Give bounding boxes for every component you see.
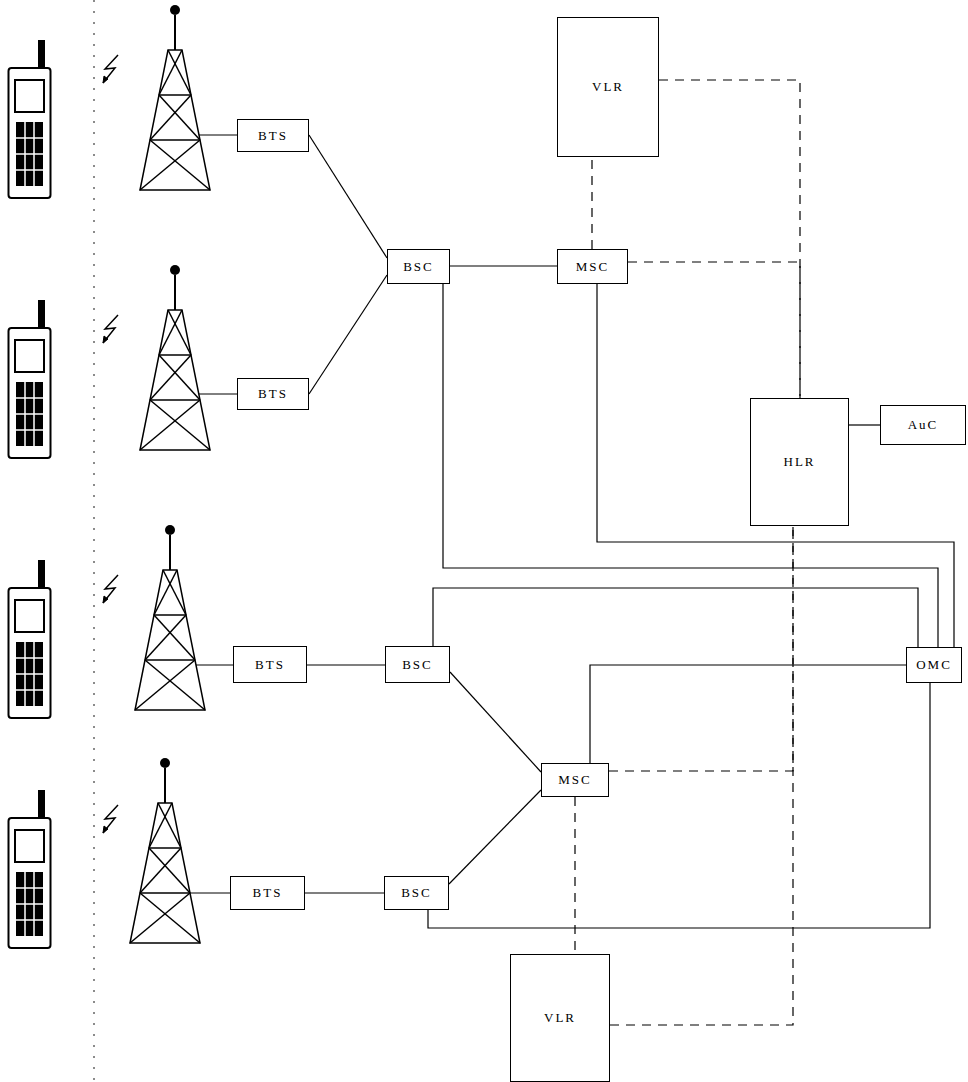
network-element-box: OMC: [906, 647, 962, 683]
network-link: [849, 424, 880, 425]
antenna-tower: [130, 758, 200, 943]
mobile-phone: [9, 790, 51, 948]
radio-link-symbol: [103, 575, 118, 603]
air-interface-line: [93, 0, 95, 1082]
network-link: [590, 665, 906, 763]
element-label: BTS: [253, 885, 283, 901]
antenna-tower: [135, 525, 205, 710]
network-link: [450, 672, 541, 772]
element-label: BSC: [403, 259, 434, 275]
network-link: [307, 664, 385, 665]
network-element-box: BTS: [230, 876, 305, 910]
network-link: [443, 284, 938, 647]
network-element-box: BTS: [237, 119, 309, 152]
mobile-phone: [9, 40, 51, 198]
network-link: [428, 683, 930, 928]
network-link: [449, 790, 541, 884]
network-link: [433, 588, 918, 647]
network-element-box: VLR: [557, 17, 659, 157]
signalling-link: [609, 526, 793, 771]
signalling-link: [591, 157, 592, 249]
network-element-box: HLR: [750, 398, 849, 526]
element-label: BTS: [258, 386, 288, 402]
tower-feed-line: [196, 665, 233, 666]
network-element-box: BTS: [237, 378, 309, 410]
signalling-link: [574, 797, 575, 954]
element-label: HLR: [784, 454, 816, 470]
element-label: VLR: [544, 1010, 576, 1026]
mobile-phone: [9, 300, 51, 458]
network-element-box: MSC: [557, 249, 628, 284]
element-label: BTS: [255, 657, 285, 673]
element-label: BTS: [258, 128, 288, 144]
element-label: VLR: [592, 79, 624, 95]
network-link: [309, 135, 387, 258]
element-label: AuC: [908, 417, 939, 433]
radio-link-symbol: [103, 805, 118, 833]
signalling-link: [659, 80, 800, 398]
radio-link-symbol: [103, 315, 118, 343]
element-label: BSC: [401, 885, 432, 901]
mobile-phone: [9, 560, 51, 718]
element-label: BSC: [402, 657, 433, 673]
network-link: [450, 265, 557, 266]
network-element-box: BSC: [385, 646, 450, 683]
antenna-tower: [140, 5, 210, 190]
signalling-link: [628, 262, 800, 398]
antenna-tower: [140, 265, 210, 450]
tower-feed-line: [199, 394, 237, 395]
signalling-link: [610, 526, 793, 1025]
network-element-box: MSC: [541, 763, 609, 797]
network-element-box: VLR: [510, 954, 610, 1082]
element-label: MSC: [558, 772, 591, 788]
network-link: [305, 892, 384, 893]
element-label: OMC: [916, 657, 952, 673]
element-label: MSC: [576, 259, 609, 275]
network-element-box: AuC: [880, 405, 966, 445]
network-element-box: BSC: [384, 876, 449, 910]
network-link: [597, 284, 954, 647]
network-element-box: BSC: [387, 249, 450, 284]
network-element-box: BTS: [233, 646, 307, 683]
tower-feed-line: [199, 135, 237, 136]
network-link: [309, 275, 387, 394]
tower-feed-line: [190, 893, 230, 894]
radio-link-symbol: [103, 55, 118, 83]
